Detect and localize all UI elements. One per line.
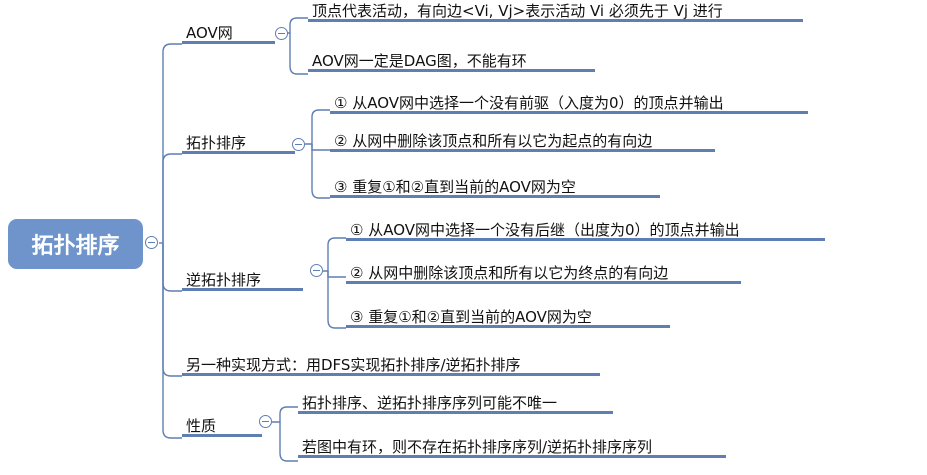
root-node[interactable]: 拓扑排序: [8, 219, 143, 269]
branch-reverse-topological-sort[interactable]: 逆拓扑排序: [182, 269, 303, 291]
leaf-property-not-unique[interactable]: 拓扑排序、逆拓扑排序序列可能不唯一: [298, 392, 613, 414]
leaf-topo-step3[interactable]: ③ 重复①和②直到当前的AOV网为空: [330, 176, 660, 198]
branch-label: 逆拓扑排序: [186, 271, 262, 289]
collapse-minus-icon[interactable]: [292, 138, 305, 151]
collapse-minus-icon[interactable]: [275, 27, 288, 40]
branch-properties[interactable]: 性质: [182, 415, 262, 437]
collapse-minus-icon[interactable]: [310, 264, 323, 277]
branch-label: 另一种实现方式：用DFS实现拓扑排序/逆拓扑排序: [186, 356, 521, 374]
leaf-label: ① 从AOV网中选择一个没有前驱（入度为0）的顶点并输出: [334, 94, 724, 112]
leaf-property-cycle[interactable]: 若图中有环，则不存在拓扑排序序列/逆拓扑排序序列: [298, 436, 726, 458]
leaf-label: 顶点代表活动，有向边<Vi, Vj>表示活动 Vi 必须先于 Vj 进行: [312, 2, 723, 20]
branch-topological-sort[interactable]: 拓扑排序: [182, 132, 295, 154]
branch-dfs-implementation[interactable]: 另一种实现方式：用DFS实现拓扑排序/逆拓扑排序: [182, 354, 600, 376]
leaf-label: ③ 重复①和②直到当前的AOV网为空: [334, 178, 576, 196]
leaf-label: 若图中有环，则不存在拓扑排序序列/逆拓扑排序序列: [302, 438, 653, 456]
collapse-minus-icon[interactable]: [259, 415, 272, 428]
leaf-aov-definition[interactable]: 顶点代表活动，有向边<Vi, Vj>表示活动 Vi 必须先于 Vj 进行: [308, 0, 803, 22]
leaf-aov-dag[interactable]: AOV网一定是DAG图，不能有环: [308, 50, 595, 72]
leaf-reverse-step2[interactable]: ② 从网中删除该顶点和所有以它为终点的有向边: [346, 262, 741, 284]
branch-label: 性质: [186, 417, 217, 435]
leaf-label: ③ 重复①和②直到当前的AOV网为空: [350, 308, 592, 326]
leaf-topo-step2[interactable]: ② 从网中删除该顶点和所有以它为起点的有向边: [330, 130, 715, 152]
branch-label: 拓扑排序: [186, 134, 247, 152]
leaf-label: ② 从网中删除该顶点和所有以它为起点的有向边: [334, 132, 653, 150]
leaf-reverse-step3[interactable]: ③ 重复①和②直到当前的AOV网为空: [346, 306, 670, 328]
collapse-minus-icon[interactable]: [145, 236, 158, 249]
branch-aov-network[interactable]: AOV网: [182, 22, 275, 44]
leaf-label: 拓扑排序、逆拓扑排序序列可能不唯一: [302, 394, 558, 412]
leaf-label: ① 从AOV网中选择一个没有后继（出度为0）的顶点并输出: [350, 221, 740, 239]
leaf-topo-step1[interactable]: ① 从AOV网中选择一个没有前驱（入度为0）的顶点并输出: [330, 92, 808, 114]
root-label: 拓扑排序: [31, 234, 120, 259]
branch-label: AOV网: [186, 24, 233, 42]
leaf-label: ② 从网中删除该顶点和所有以它为终点的有向边: [350, 264, 669, 282]
leaf-reverse-step1[interactable]: ① 从AOV网中选择一个没有后继（出度为0）的顶点并输出: [346, 219, 825, 241]
leaf-label: AOV网一定是DAG图，不能有环: [312, 52, 527, 70]
